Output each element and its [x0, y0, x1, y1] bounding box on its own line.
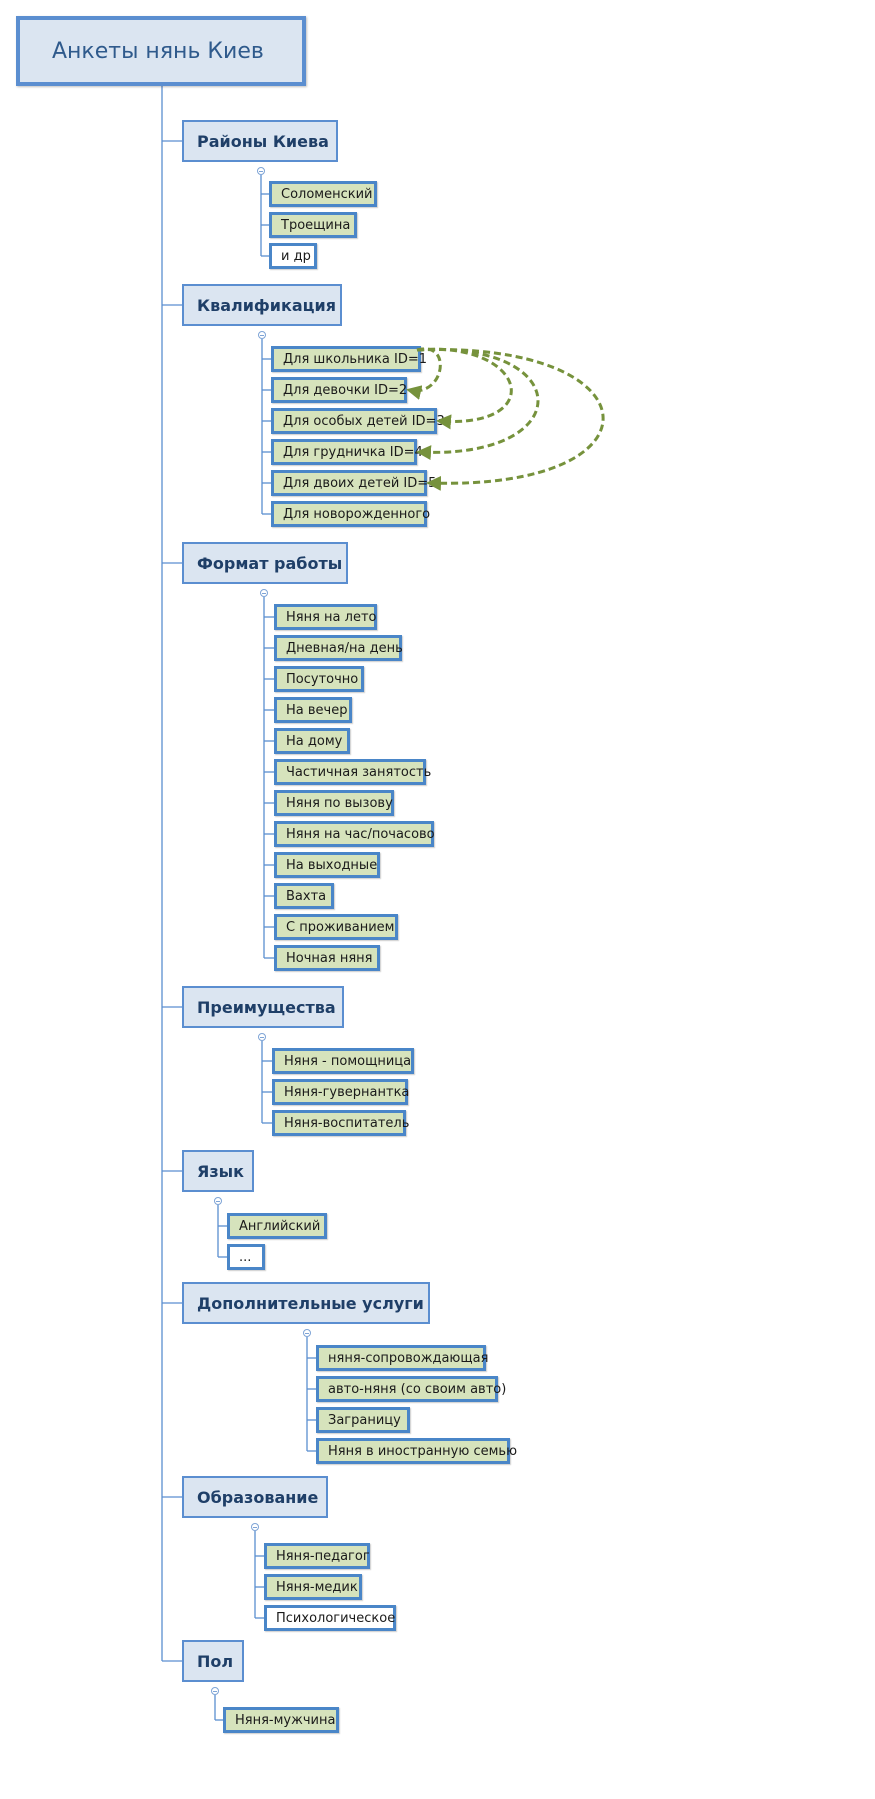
subtopic-item[interactable]: Психологическое — [264, 1605, 396, 1631]
subtopic-item[interactable]: Няня на лето — [274, 604, 377, 630]
category-topic[interactable]: Формат работы — [182, 542, 348, 584]
subtopic-item[interactable]: Английский — [227, 1213, 327, 1239]
subtopic-item[interactable]: Няня на час/почасово — [274, 821, 435, 847]
category-topic[interactable]: Образование — [182, 1476, 328, 1518]
subtopic-item[interactable]: Няня по вызову — [274, 790, 394, 816]
subtopic-item[interactable]: На дому — [274, 728, 350, 754]
subtopic-item[interactable]: Няня-воспитатель — [272, 1110, 409, 1136]
category-topic[interactable]: Пол — [182, 1640, 244, 1682]
subtopic-item[interactable]: Для новорожденного — [271, 501, 430, 527]
collapse-icon[interactable] — [214, 1197, 222, 1205]
subtopic-item[interactable]: Посуточно — [274, 666, 364, 692]
subtopic-item[interactable]: Няня-гувернантка — [272, 1079, 409, 1105]
subtopic-item[interactable]: Ночная няня — [274, 945, 380, 971]
root-topic[interactable]: Анкеты нянь Киев — [16, 16, 306, 86]
collapse-icon[interactable] — [258, 331, 266, 339]
subtopic-item[interactable]: С проживанием — [274, 914, 398, 940]
collapse-icon[interactable] — [260, 589, 268, 597]
subtopic-item[interactable]: Троещина — [269, 212, 357, 238]
subtopic-item[interactable]: авто-няня (со своим авто) — [316, 1376, 506, 1402]
subtopic-item[interactable]: Вахта — [274, 883, 334, 909]
category-topic[interactable]: Квалификация — [182, 284, 342, 326]
subtopic-item[interactable]: ... — [227, 1244, 265, 1270]
category-topic[interactable]: Дополнительные услуги — [182, 1282, 430, 1324]
subtopic-item[interactable]: Для особых детей ID=3 — [271, 408, 445, 434]
category-topic[interactable]: Районы Киева — [182, 120, 338, 162]
subtopic-item[interactable]: На вечер — [274, 697, 352, 723]
subtopic-item[interactable]: Для двоих детей ID=5 — [271, 470, 436, 496]
subtopic-item[interactable]: Няня в иностранную семью — [316, 1438, 517, 1464]
subtopic-item[interactable]: Заграницу — [316, 1407, 410, 1433]
subtopic-item[interactable]: На выходные — [274, 852, 380, 878]
collapse-icon[interactable] — [258, 1033, 266, 1041]
subtopic-item[interactable]: Для грудничка ID=4 — [271, 439, 423, 465]
subtopic-item[interactable]: Няня - помощница — [272, 1048, 414, 1074]
collapse-icon[interactable] — [257, 167, 265, 175]
subtopic-item[interactable]: няня-сопровождающая — [316, 1345, 488, 1371]
subtopic-item[interactable]: Для девочки ID=2 — [271, 377, 407, 403]
subtopic-item[interactable]: и др — [269, 243, 317, 269]
collapse-icon[interactable] — [211, 1687, 219, 1695]
subtopic-item[interactable]: Няня-педагог — [264, 1543, 370, 1569]
subtopic-item[interactable]: Няня-мужчина — [223, 1707, 339, 1733]
subtopic-item[interactable]: Частичная занятость — [274, 759, 431, 785]
category-topic[interactable]: Язык — [182, 1150, 254, 1192]
collapse-icon[interactable] — [251, 1523, 259, 1531]
subtopic-item[interactable]: Соломенский — [269, 181, 377, 207]
subtopic-item[interactable]: Няня-медик — [264, 1574, 362, 1600]
subtopic-item[interactable]: Дневная/на день — [274, 635, 403, 661]
collapse-icon[interactable] — [303, 1329, 311, 1337]
category-topic[interactable]: Преимущества — [182, 986, 344, 1028]
subtopic-item[interactable]: Для школьника ID=1 — [271, 346, 427, 372]
